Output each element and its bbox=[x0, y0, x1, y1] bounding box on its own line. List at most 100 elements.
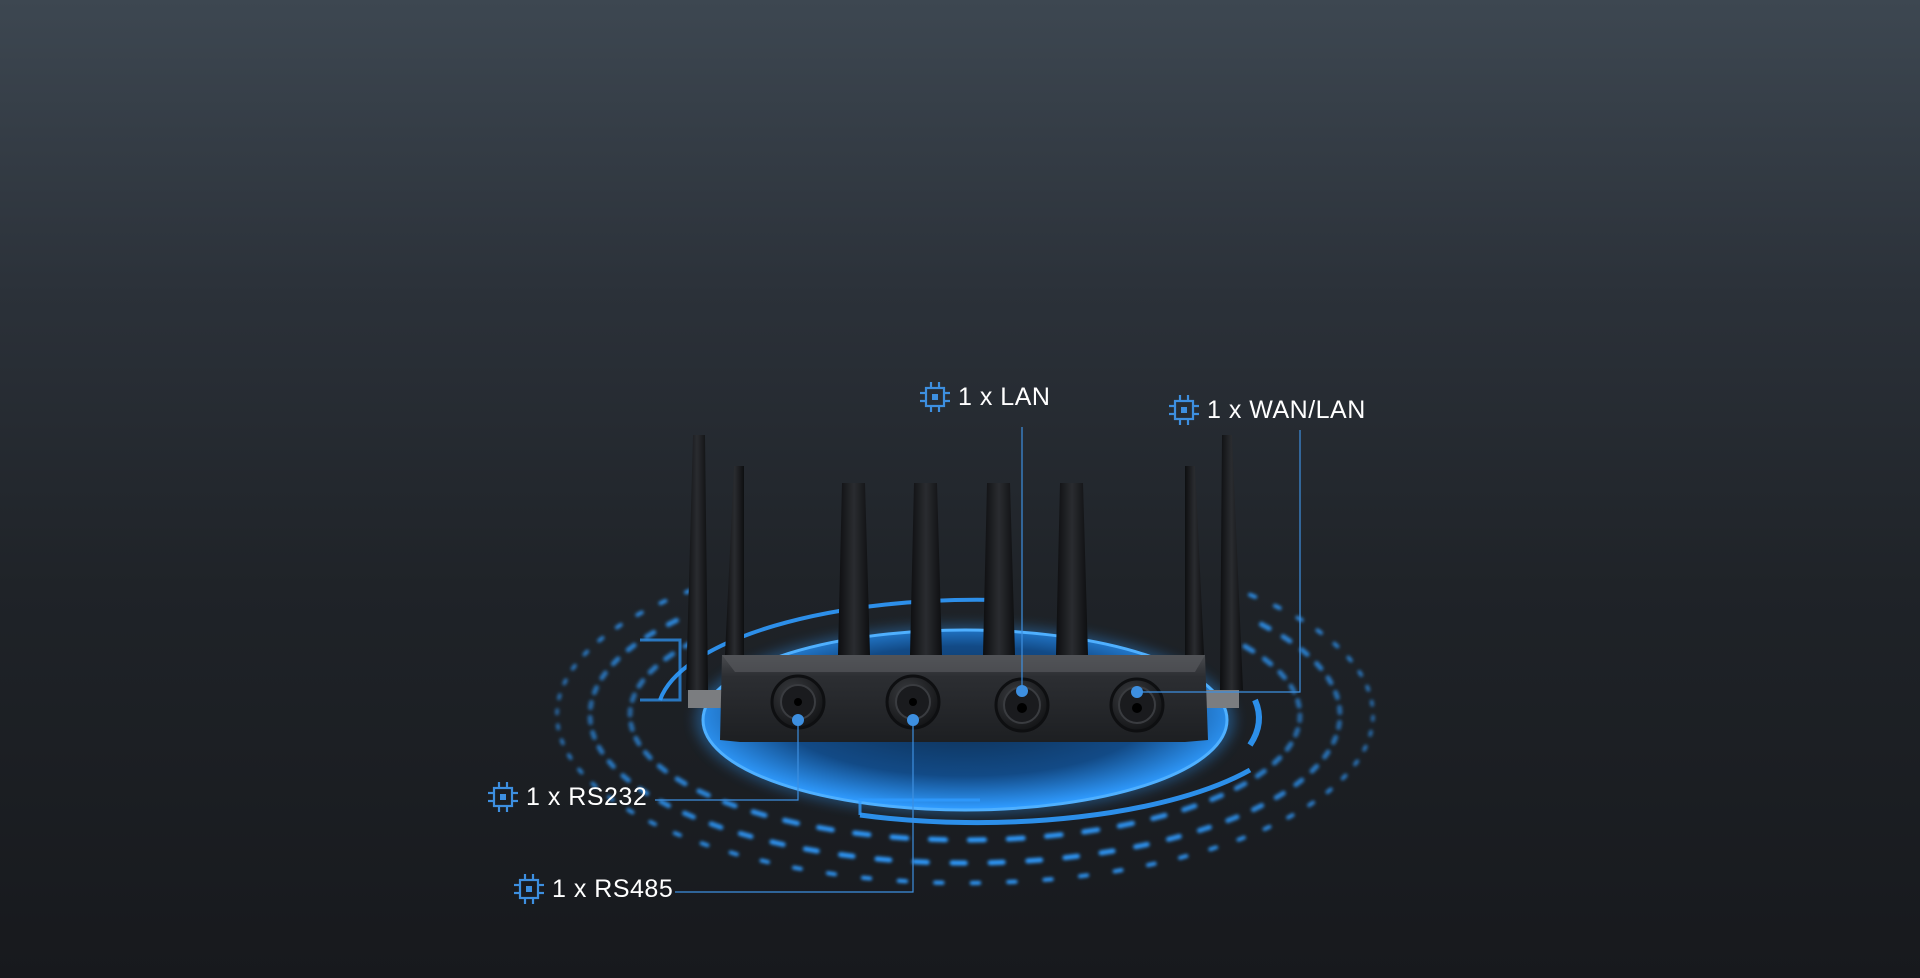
ring-segment bbox=[759, 858, 770, 865]
leader-lines bbox=[655, 427, 1301, 893]
ring-segment bbox=[620, 773, 631, 783]
ring-segment bbox=[628, 721, 635, 732]
ring-segment bbox=[1325, 675, 1334, 686]
ring-segment bbox=[1369, 699, 1375, 707]
ring-segment bbox=[1225, 814, 1240, 824]
ring-segment bbox=[1209, 792, 1225, 803]
callout-rs232-text: 1 x RS232 bbox=[526, 782, 648, 811]
ring-segment bbox=[1309, 763, 1320, 774]
ring-segment bbox=[647, 664, 659, 675]
ring-segment bbox=[928, 836, 948, 843]
ring-segment bbox=[1042, 877, 1054, 882]
ring-segment bbox=[663, 651, 676, 662]
ring-segment bbox=[588, 699, 594, 711]
right-mount bbox=[1205, 690, 1239, 708]
ring-segment bbox=[590, 781, 598, 789]
ring-segment bbox=[656, 763, 669, 774]
ring-segment bbox=[838, 852, 856, 859]
ring-segment bbox=[610, 656, 621, 667]
ring-segment bbox=[1357, 670, 1364, 677]
ring-segment bbox=[614, 622, 623, 630]
ring-segment bbox=[728, 850, 739, 857]
ring-segment bbox=[559, 738, 565, 746]
ring-segment bbox=[644, 629, 657, 640]
ring-segment bbox=[658, 799, 672, 809]
ring-segment bbox=[1233, 781, 1248, 791]
ring-segment bbox=[1133, 841, 1150, 850]
ring-segment bbox=[737, 831, 754, 839]
ring-segment bbox=[802, 846, 820, 854]
ring-segment bbox=[708, 821, 724, 830]
ring-segment bbox=[557, 693, 562, 701]
ring-segment bbox=[1116, 820, 1135, 829]
ring-segment bbox=[570, 663, 577, 671]
ring-segment bbox=[682, 810, 696, 820]
ring-segment bbox=[637, 786, 650, 796]
ring-segment bbox=[1331, 734, 1339, 745]
ring-segment bbox=[1044, 832, 1064, 839]
ring-segment bbox=[782, 817, 800, 826]
ring-segment bbox=[555, 723, 561, 731]
ring-segment bbox=[1236, 835, 1246, 842]
ring-segment bbox=[1286, 813, 1295, 820]
ring-segment bbox=[596, 744, 605, 755]
ring-segment bbox=[1196, 824, 1212, 833]
ring-segment bbox=[1112, 868, 1124, 874]
ring-segment bbox=[629, 692, 637, 703]
chip-icon bbox=[1167, 393, 1201, 427]
router-body bbox=[720, 655, 1208, 742]
ring-segment bbox=[665, 617, 679, 627]
ring-segment bbox=[1288, 683, 1297, 695]
ring-segment bbox=[1277, 669, 1288, 681]
ring-segment bbox=[1332, 641, 1340, 649]
ring-segment bbox=[1005, 835, 1026, 842]
ring-segment bbox=[607, 795, 615, 802]
ring-segment bbox=[1098, 848, 1116, 856]
ring-segment bbox=[590, 729, 597, 740]
ring-segment bbox=[1166, 833, 1182, 842]
ring-segment bbox=[696, 788, 711, 798]
callout-lan: 1 x LAN bbox=[918, 380, 1050, 414]
ring-segment bbox=[633, 735, 642, 747]
ring-segment bbox=[1336, 719, 1342, 731]
ring-segment bbox=[874, 856, 893, 863]
ring-segment bbox=[626, 807, 635, 815]
dashed-ring bbox=[555, 588, 1375, 885]
chip-icon bbox=[486, 780, 520, 814]
ring-segment bbox=[1271, 755, 1283, 766]
antennas bbox=[686, 435, 1243, 690]
ring-segment bbox=[852, 830, 872, 838]
ring-segment bbox=[1258, 621, 1272, 631]
ring-segment bbox=[1273, 603, 1282, 611]
ring-segment bbox=[1208, 845, 1219, 852]
ring-segment bbox=[582, 649, 590, 657]
ring-segment bbox=[1325, 787, 1333, 795]
ring-segment bbox=[636, 678, 646, 689]
ring-segment bbox=[1293, 777, 1305, 788]
ring-segment bbox=[1251, 803, 1265, 813]
callout-wan-lan: 1 x WAN/LAN bbox=[1167, 393, 1366, 427]
ring-segment bbox=[1333, 690, 1340, 701]
ring-segment bbox=[769, 839, 786, 847]
ring-segment bbox=[1261, 656, 1274, 667]
ring-segment bbox=[987, 859, 1006, 866]
ring-segment bbox=[1365, 684, 1371, 692]
leader-dots bbox=[792, 685, 1143, 726]
ring-segment bbox=[642, 749, 653, 761]
ring-segment bbox=[1178, 854, 1189, 860]
ring-segment bbox=[1295, 698, 1302, 709]
ring-segment bbox=[599, 670, 608, 681]
ring-segment bbox=[1362, 744, 1368, 752]
ring-segment bbox=[1242, 643, 1256, 654]
ring-segment bbox=[861, 875, 873, 881]
ring-segment bbox=[721, 799, 738, 809]
chip-icon bbox=[512, 872, 546, 906]
ring-segment bbox=[1254, 768, 1267, 779]
callout-rs485: 1 x RS485 bbox=[512, 872, 673, 906]
ring-segment bbox=[792, 865, 803, 871]
ring-segment bbox=[1299, 647, 1310, 657]
callout-rs232: 1 x RS232 bbox=[486, 780, 647, 814]
ring-segment bbox=[1262, 824, 1272, 832]
ring-segment bbox=[577, 767, 584, 775]
